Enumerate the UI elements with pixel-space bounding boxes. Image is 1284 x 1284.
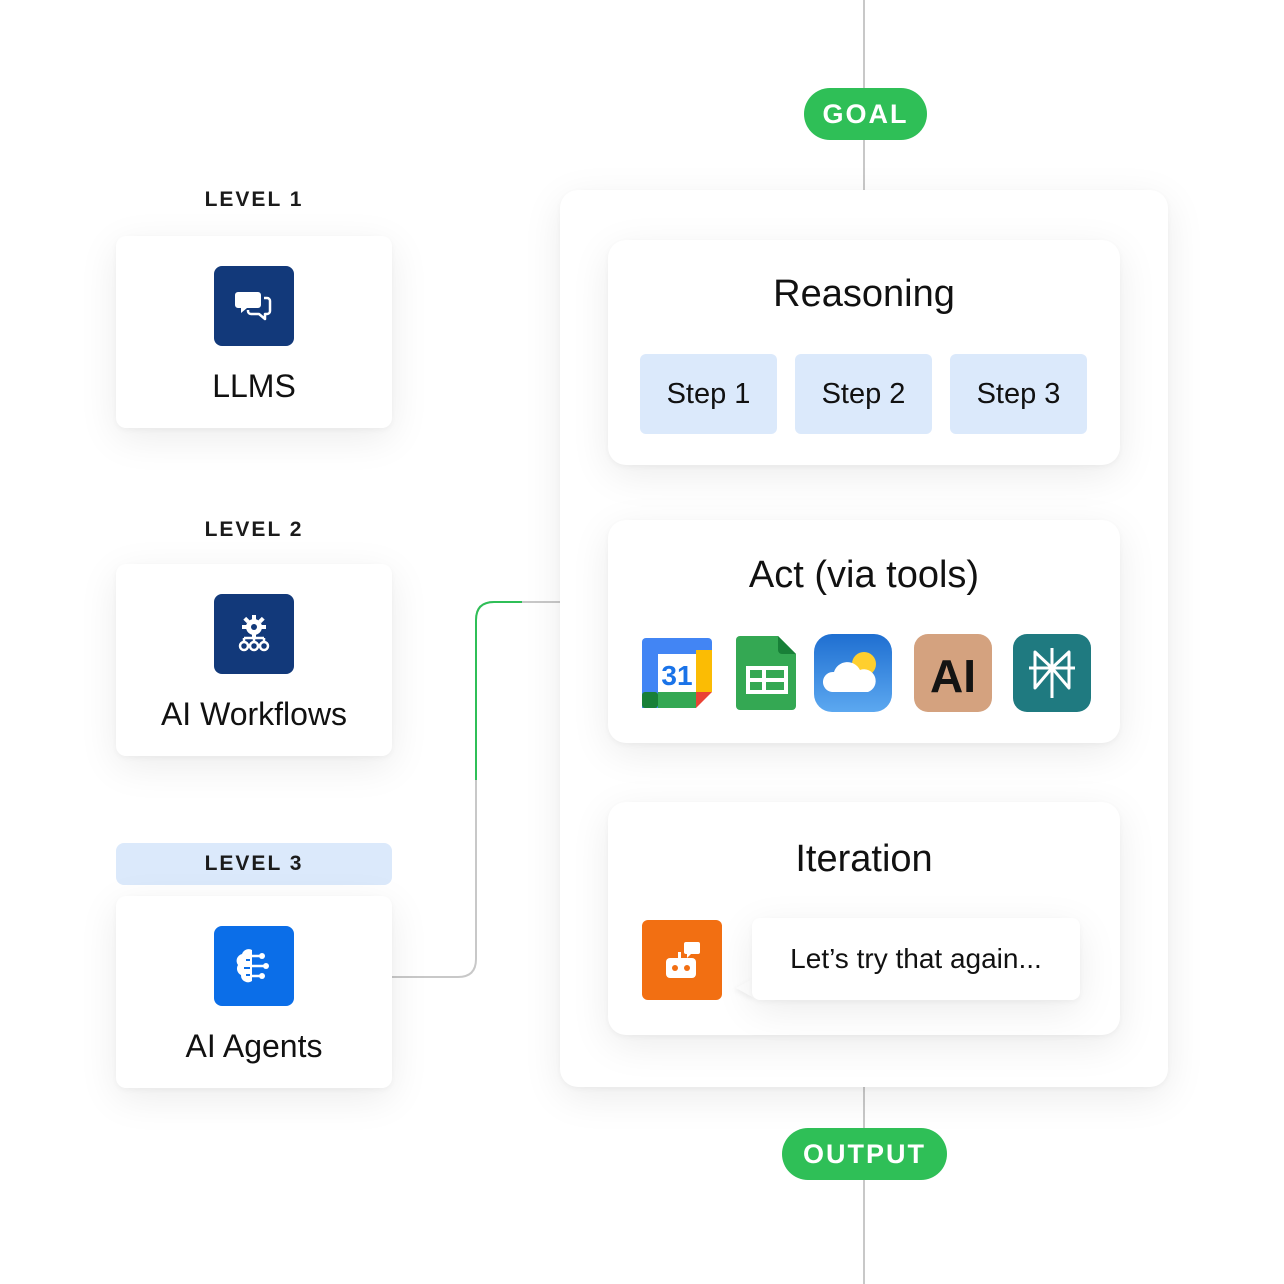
google-calendar-icon[interactable]: 31 [638,634,716,712]
reasoning-title: Reasoning [773,273,955,315]
goal-pill: GOAL [804,88,927,140]
gear-network-icon [214,594,294,674]
level3-connector-active [475,601,522,780]
iteration-message: Let’s try that again... [790,943,1042,974]
robot-chat-icon [642,920,722,1000]
speech-bubble-tail [736,978,754,998]
level-3-label: LEVEL 3 [116,843,392,885]
level-1-card[interactable]: LLMS [116,236,392,428]
level-3-card[interactable]: AI Agents [116,896,392,1088]
level-1-name: LLMS [212,368,296,404]
google-sheets-icon[interactable] [728,634,806,712]
level-2-label: LEVEL 2 [116,509,392,551]
perplexity-icon[interactable] [1013,634,1091,712]
anthropic-letters: AI [930,650,976,702]
calendar-day-number: 31 [661,660,692,691]
anthropic-icon[interactable]: AI [914,634,992,712]
brain-circuit-icon [214,926,294,1006]
step-chip-3[interactable]: Step 3 [950,354,1087,434]
act-card: Act (via tools) 31 AI [608,520,1120,743]
level-3-name: AI Agents [185,1028,323,1064]
level-2-card[interactable]: AI Workflows [116,564,392,756]
speech-bubble: Let’s try that again... [752,918,1080,1000]
iteration-title: Iteration [795,838,933,880]
level-1-label: LEVEL 1 [116,179,392,221]
step-chip-2[interactable]: Step 2 [795,354,932,434]
output-pill: OUTPUT [782,1128,947,1180]
reasoning-card: Reasoning Step 1 Step 2 Step 3 [608,240,1120,465]
weather-icon[interactable] [814,634,892,712]
iteration-card: Iteration Let’s try that again... [608,802,1120,1035]
level-2-name: AI Workflows [160,696,348,732]
act-title: Act (via tools) [748,554,980,596]
step-chip-1[interactable]: Step 1 [640,354,777,434]
chat-bubbles-icon [214,266,294,346]
